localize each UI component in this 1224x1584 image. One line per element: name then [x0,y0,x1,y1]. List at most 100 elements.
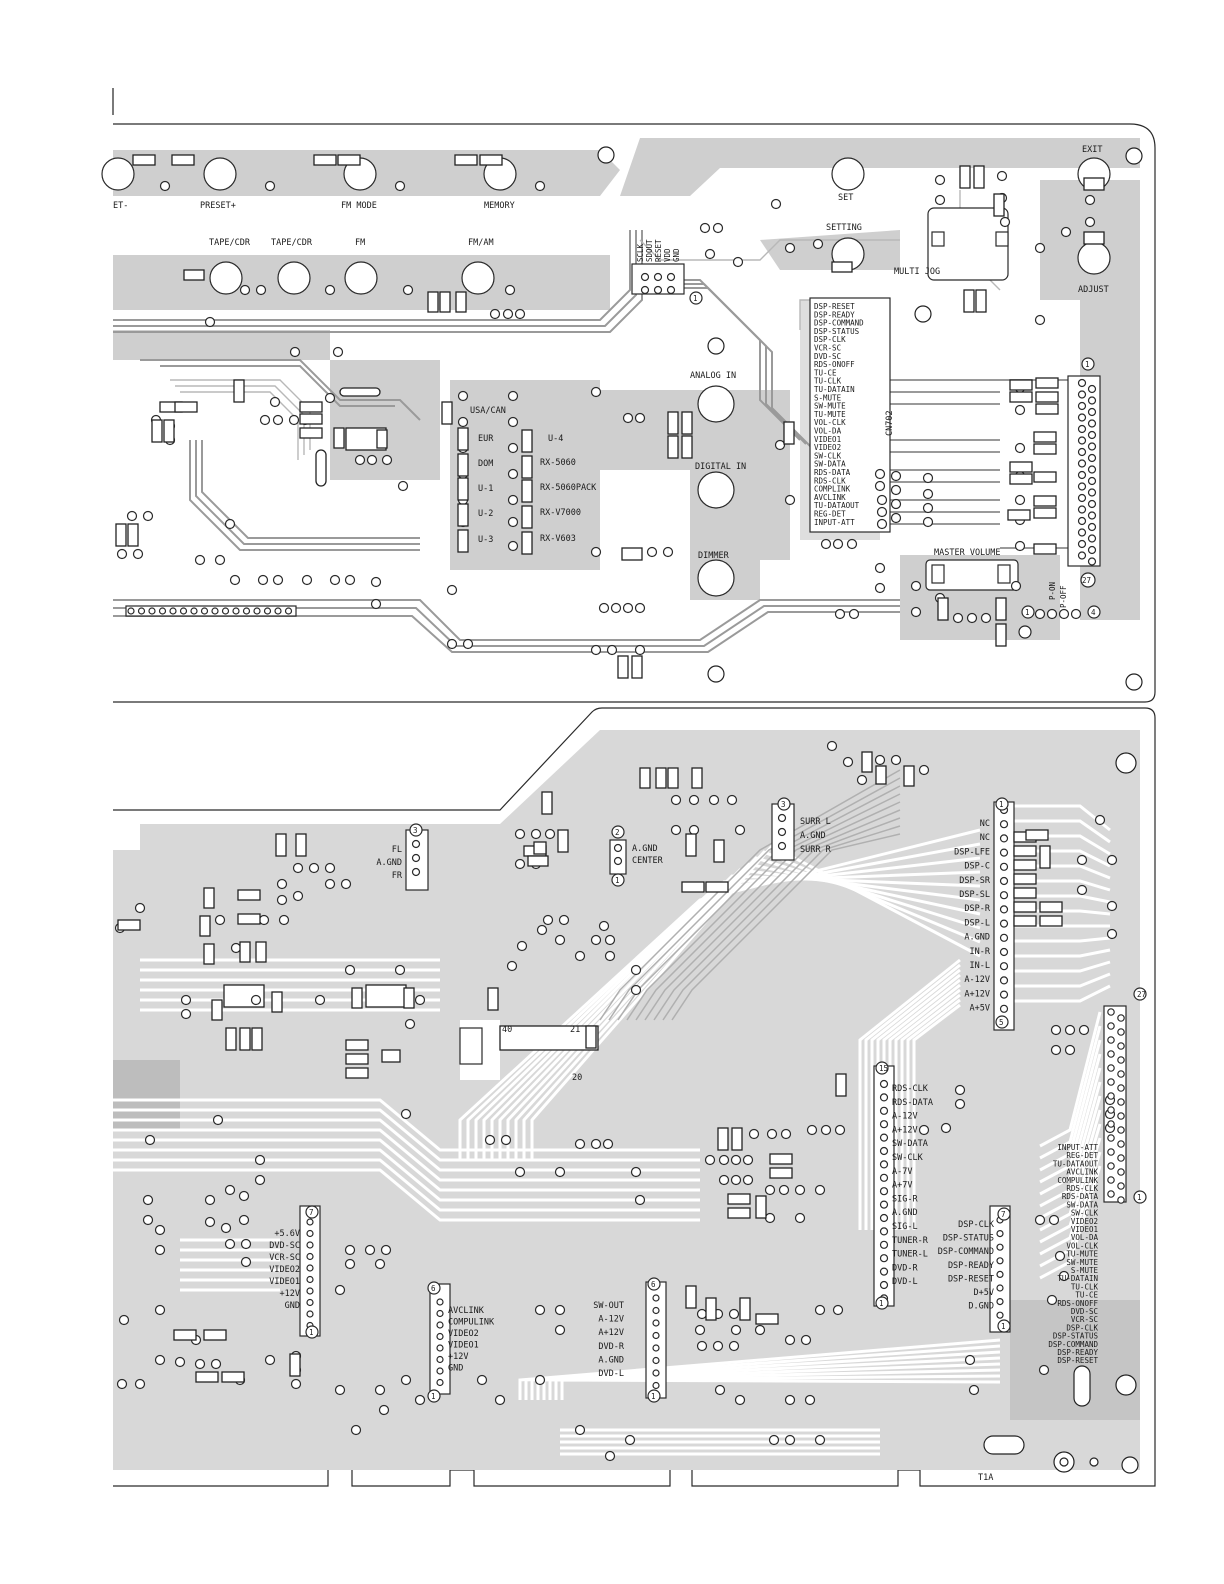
solder-pad [210,1358,222,1370]
cn702-signal: DSP-COMMAND [814,319,864,328]
solder-pad [1087,384,1097,394]
right-signal-label: DSP-RESET [1057,1356,1098,1365]
solder-pad [414,994,426,1006]
smd-component [1033,431,1057,443]
pcb-trace [113,1108,700,1162]
solder-pad [374,1384,386,1396]
button-fm[interactable] [344,261,378,295]
solder-pad [542,914,554,926]
solder-pad [169,607,177,615]
solder-pad [734,824,746,836]
solder-pad [922,502,934,514]
rds-connector-labels: RDS-CLKRDS-DATAA-12VA+12VSW-DATASW-CLKA-… [892,1084,933,1287]
solder-pad [598,602,610,614]
solder-pad [730,1154,742,1166]
solder-pad [394,180,406,192]
solder-pad [890,512,902,524]
smd-component [117,919,141,931]
button-adjust[interactable] [1077,241,1111,275]
solder-pad [276,878,288,890]
solder-pad [306,1241,314,1249]
solder-pad [652,1294,660,1302]
smd-component [1033,543,1057,555]
solder-pad [306,1298,314,1307]
button-tape-cdr-1[interactable] [209,261,243,295]
smd-component [937,597,949,621]
solder-pad [378,1404,390,1416]
button-tape-cdr-2[interactable] [277,261,311,295]
button-dimmer[interactable] [697,559,735,597]
dsp-control-label: DSP-CLK [958,1220,995,1230]
solder-pad [999,905,1009,914]
button-fm-am[interactable] [461,261,495,295]
smd-component [211,999,223,1021]
solder-pad [777,813,787,823]
smd-component [973,165,985,189]
sw-connector-label: A+12V [598,1328,624,1338]
solder-pad [610,602,622,614]
center-connector-label: CENTER [632,856,664,866]
solder-pad [879,1254,889,1263]
button-set[interactable] [831,157,865,191]
solder-pad [1050,1044,1062,1056]
master-volume-pot[interactable] [925,559,1019,591]
solder-pad [340,878,352,890]
button-analog-in[interactable] [697,385,735,423]
video-connector-label: VIDEO1 [269,1277,300,1287]
avc-connector-label: COMPULINK [448,1318,495,1328]
slot-hole [983,1435,1025,1455]
solder-pad [1107,1050,1115,1058]
smd-component [1033,471,1057,483]
pin-marker-circle [997,1319,1011,1333]
solder-pad [653,285,663,295]
dsp-control-label: D+5V [974,1288,994,1298]
solder-pad [694,1324,706,1336]
button-preset-plus[interactable] [203,157,237,191]
smd-component [1033,507,1057,519]
solder-pad [874,582,886,594]
pcb-trace [1039,1095,1102,1220]
smd-component [403,987,415,1009]
right-signal-label: SW-MUTE [1066,1258,1098,1267]
smd-component [203,887,215,909]
solder-pad [613,843,623,853]
smd-component [441,401,453,425]
smd-component [995,623,1007,647]
solder-pad [1064,1024,1076,1036]
top-button-labels: ET- PRESET+ FM MODE MEMORY TAPE/CDR TAPE… [113,145,1109,561]
cutout [459,1027,483,1065]
button-digital-in[interactable] [697,471,735,509]
solder-pad [154,1244,166,1256]
right-signal-label: DSP-READY [1057,1348,1098,1357]
smd-component [521,479,533,503]
right-signal-label: DVD-SC [1071,1307,1098,1316]
pcb-trace [113,1128,700,1182]
solder-pad [544,828,556,840]
solder-pad [1034,314,1046,326]
solder-pad [240,1238,252,1250]
solder-pad [239,284,251,296]
solder-pad [820,538,832,550]
solder-pad [1034,608,1046,620]
smd-component [521,531,533,555]
pcb-trace [113,1158,700,1212]
solder-pad [1087,522,1097,532]
solder-pad [652,1331,660,1340]
button-preset-minus[interactable] [101,157,135,191]
solder-pad [364,1244,376,1256]
pcb-trace [548,1368,1001,1400]
solder-pad [306,1218,314,1226]
solder-pad [272,574,284,586]
solder-pad [999,976,1009,985]
solder-pad [1117,1028,1125,1036]
solder-pad [606,644,618,656]
ic-pin-21: 21 [570,1025,580,1035]
region-label: U-3 [478,535,493,545]
video-connector-label: DVD-SC [269,1241,300,1251]
smd-component [457,453,469,477]
smd-component [783,421,795,445]
cn702-signal: DSP-READY [814,310,855,319]
bottom-smd-components [117,751,1063,1383]
fr-connector-label: FR [392,871,403,881]
smd-component [995,597,1007,621]
